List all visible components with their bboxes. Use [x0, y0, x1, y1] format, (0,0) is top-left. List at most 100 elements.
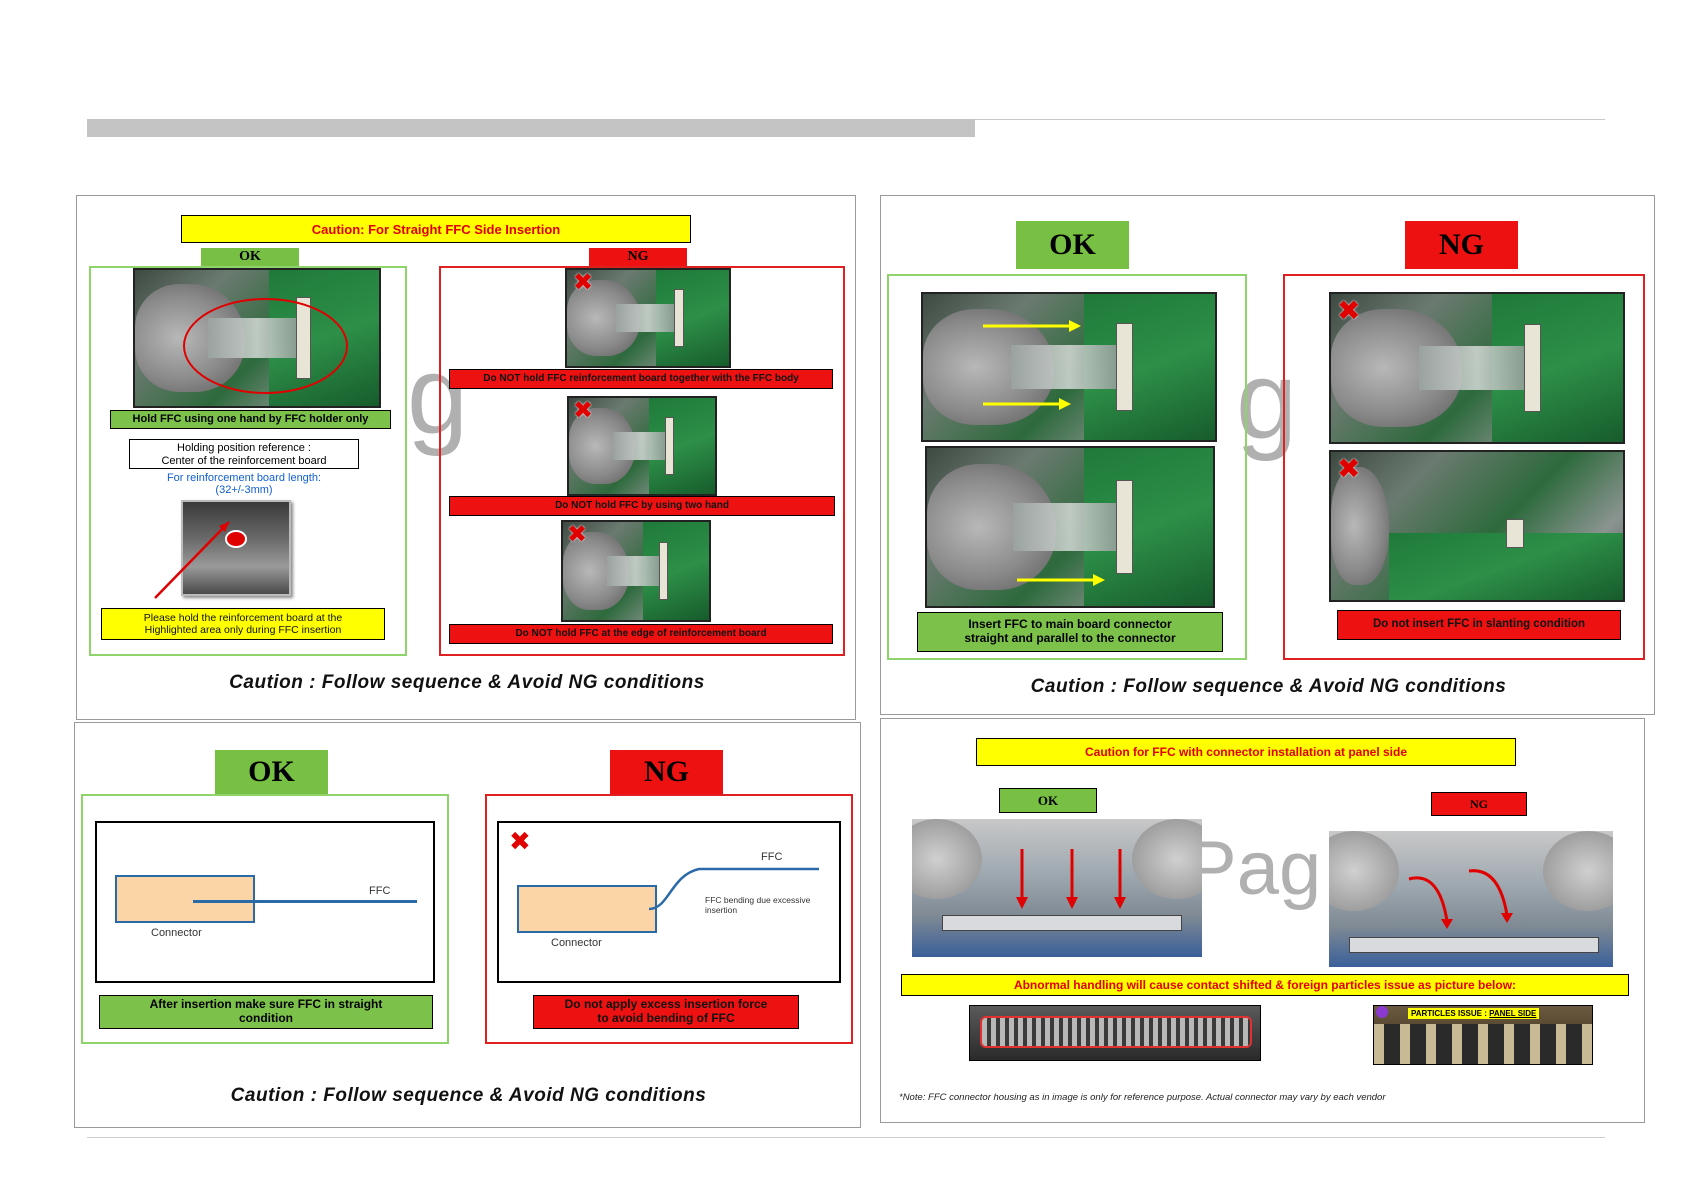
particles-photo: PARTICLES ISSUE : PANEL SIDE	[1373, 1005, 1593, 1065]
glove-right	[1543, 831, 1613, 911]
yellow-arrow	[1017, 574, 1105, 586]
ok-tag: OK	[215, 750, 328, 794]
x-mark-icon: ✖	[509, 827, 531, 857]
particle-pins	[1374, 1024, 1592, 1064]
connector-housing	[942, 915, 1182, 931]
particles-side: PANEL SIDE	[1489, 1009, 1537, 1018]
ng-connector-photo	[1329, 831, 1613, 967]
particles-prefix: PARTICLES ISSUE :	[1411, 1009, 1490, 1018]
x-mark-icon: ✖	[1337, 452, 1361, 485]
yellow-arrows	[983, 320, 1081, 410]
ok-straight-line1: After insertion make sure FFC in straigh…	[149, 997, 383, 1012]
x-mark-icon: ✖	[567, 520, 588, 548]
ng-label-2: Do NOT hold FFC by using two hand	[449, 496, 835, 516]
panel-straight-ffc-side-insertion: Caution: For Straight FFC Side Insertion…	[76, 195, 856, 720]
x-mark-icon: ✖	[573, 396, 594, 424]
ng-slanting-photo-2: ✖	[1329, 450, 1625, 602]
contact-row	[980, 1016, 1252, 1048]
holding-reference-box: Holding position reference : Center of t…	[129, 439, 359, 469]
ffc-line	[193, 900, 417, 903]
glove-left	[912, 819, 982, 899]
reference-note: *Note: FFC connector housing as in image…	[899, 1092, 1386, 1103]
ok-tag: OK	[999, 788, 1097, 813]
ok-insert-photo-1	[921, 292, 1217, 442]
bent-ffc-line	[648, 867, 819, 911]
ng-photo-2: ✖	[567, 396, 717, 496]
ng-diagram: ✖ FFC FFC bending due excessive insertio…	[497, 821, 841, 983]
panel-straight-insertion: g OK NG Insert FFC to main board connect…	[880, 195, 1655, 715]
watermark: Pag	[1186, 826, 1322, 911]
ok-insert-line2: straight and parallel to the connector	[964, 631, 1176, 645]
connector-housing	[1349, 937, 1599, 953]
ng-label-3: Do NOT hold FFC at the edge of reinforce…	[449, 624, 833, 644]
ok-hold-ffc-photo	[133, 268, 381, 408]
ng-frame	[1283, 274, 1645, 660]
ng-photo-3: ✖	[561, 520, 711, 622]
header-line	[975, 119, 1605, 120]
ng-slanting-photo-1: ✖	[1329, 292, 1625, 444]
caption: Caution : Follow sequence & Avoid NG con…	[229, 672, 705, 693]
ok-frame	[81, 794, 449, 1044]
highlight-circle	[183, 298, 348, 394]
highlight-line1: Please hold the reinforcement board at t…	[143, 612, 343, 624]
ng-label-1: Do NOT hold FFC reinforcement board toge…	[449, 369, 833, 389]
ok-connector-photo	[912, 819, 1202, 957]
ok-frame	[887, 274, 1247, 660]
connector-block	[517, 885, 657, 933]
ffc-label: FFC	[761, 851, 783, 863]
footer-line	[87, 1137, 1605, 1138]
ng-tag: NG	[610, 750, 723, 794]
ng-slanting-label: Do not insert FFC in slanting condition	[1337, 610, 1621, 640]
bending-note: FFC bending due excessive insertion	[705, 895, 810, 915]
reinforcement-board-photo	[181, 500, 291, 596]
particle-marker	[1376, 1006, 1388, 1018]
red-down-arrows	[1016, 849, 1126, 909]
ng-force-label: Do not apply excess insertion force to a…	[533, 995, 799, 1029]
ok-tag: OK	[201, 248, 299, 266]
connector-block	[115, 875, 255, 923]
watermark: g	[407, 334, 469, 457]
ok-frame	[89, 266, 407, 656]
connector-label: Connector	[551, 937, 602, 949]
panel-connector-installation-panel-side: Caution for FFC with connector installat…	[880, 718, 1645, 1123]
panel-ffc-straight-condition: OK NG FFC Connector After insertion make…	[74, 722, 861, 1128]
panel4-title: Caution for FFC with connector installat…	[976, 738, 1516, 766]
hold-point-marker	[225, 530, 247, 548]
ok-insert-label: Insert FFC to main board connector strai…	[917, 612, 1223, 652]
ok-straight-line2: condition	[239, 1011, 293, 1025]
x-mark-icon: ✖	[573, 268, 594, 296]
length-line1: For reinforcement board length:	[166, 472, 322, 484]
ok-insert-photo-2	[925, 446, 1215, 608]
ng-force-line2: to avoid bending of FFC	[597, 1011, 735, 1025]
panel1-title: Caution: For Straight FFC Side Insertion	[181, 215, 691, 243]
ng-frame	[485, 794, 853, 1044]
ng-tag: NG	[1405, 221, 1518, 269]
caption: Caution : Follow sequence & Avoid NG con…	[1030, 676, 1507, 697]
ng-tag: NG	[589, 248, 687, 266]
ok-diagram: FFC Connector	[95, 821, 435, 983]
abnormal-handling-warning: Abnormal handling will cause contact shi…	[901, 974, 1629, 996]
length-line2: (32+/-3mm)	[215, 484, 273, 496]
particles-label: PARTICLES ISSUE : PANEL SIDE	[1408, 1008, 1540, 1019]
highlight-instruction: Please hold the reinforcement board at t…	[101, 608, 385, 640]
pointer-arrow	[154, 521, 230, 599]
caption: Caution : Follow sequence & Avoid NG con…	[230, 1085, 707, 1106]
ok-straight-label: After insertion make sure FFC in straigh…	[99, 995, 433, 1029]
reinforcement-length-text: For reinforcement board length: (32+/-3m…	[129, 472, 359, 496]
ng-force-line1: Do not apply excess insertion force	[564, 997, 768, 1012]
contact-shift-photo	[969, 1005, 1261, 1061]
ffc-label: FFC	[369, 885, 391, 897]
ok-tag: OK	[1016, 221, 1129, 269]
holding-reference-line1: Holding position reference :	[177, 442, 311, 454]
ok-insert-line1: Insert FFC to main board connector	[968, 617, 1172, 632]
connector-label: Connector	[151, 927, 202, 939]
header-bar	[87, 119, 975, 137]
ng-photo-1: ✖	[565, 268, 731, 368]
ok-hold-label: Hold FFC using one hand by FFC holder on…	[110, 410, 391, 429]
ng-frame	[439, 266, 845, 656]
bending-line1: FFC bending due excessive	[705, 895, 811, 905]
glove-left	[1329, 831, 1399, 911]
red-curved-arrows	[1408, 869, 1513, 929]
bending-line2: insertion	[705, 905, 738, 915]
highlight-line2: Highlighted area only during FFC inserti…	[144, 624, 342, 636]
